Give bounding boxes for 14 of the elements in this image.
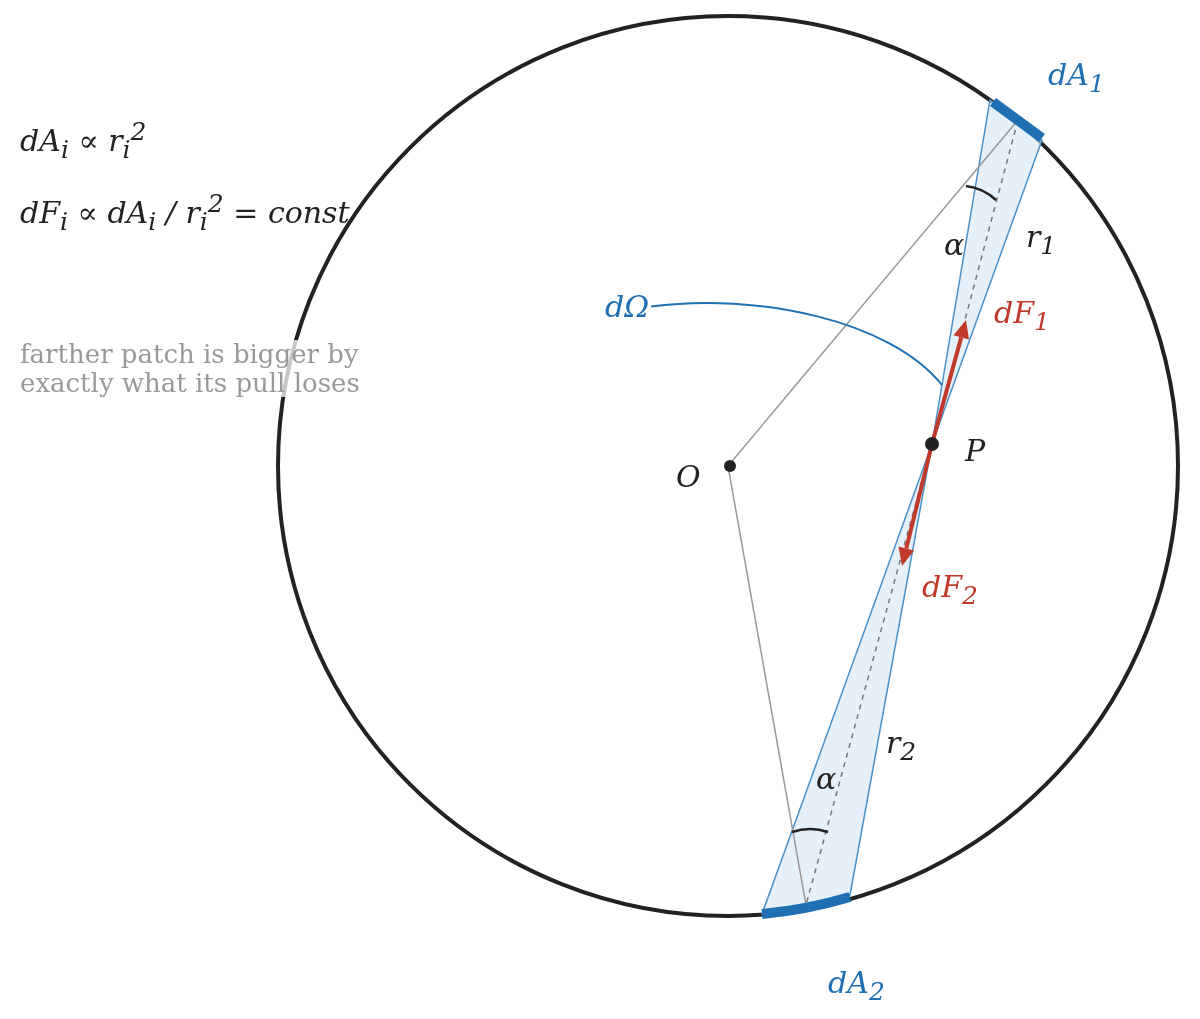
area-label: dA$_{1}$	[1048, 58, 1105, 98]
distance-label: r$_{1}$	[1026, 220, 1057, 260]
force-label: dF$_{2}$	[922, 570, 978, 610]
point-label: O	[676, 460, 701, 493]
leader-line	[650, 301, 943, 386]
formula: dF$_{i}$ ∝ dA$_{i}$ / r$_{i}$$^{2}$ = const	[20, 190, 350, 236]
angle-label: α	[944, 228, 965, 261]
angle-label: α	[816, 762, 837, 795]
distance-label: r$_{2}$	[886, 726, 917, 766]
angle-label: dΩ	[605, 290, 650, 323]
area-label: dA$_{2}$	[828, 966, 885, 1006]
force-label: dF$_{1}$	[994, 296, 1050, 336]
double-cone-shape	[760, 98, 1043, 915]
point-label: P	[965, 434, 986, 467]
